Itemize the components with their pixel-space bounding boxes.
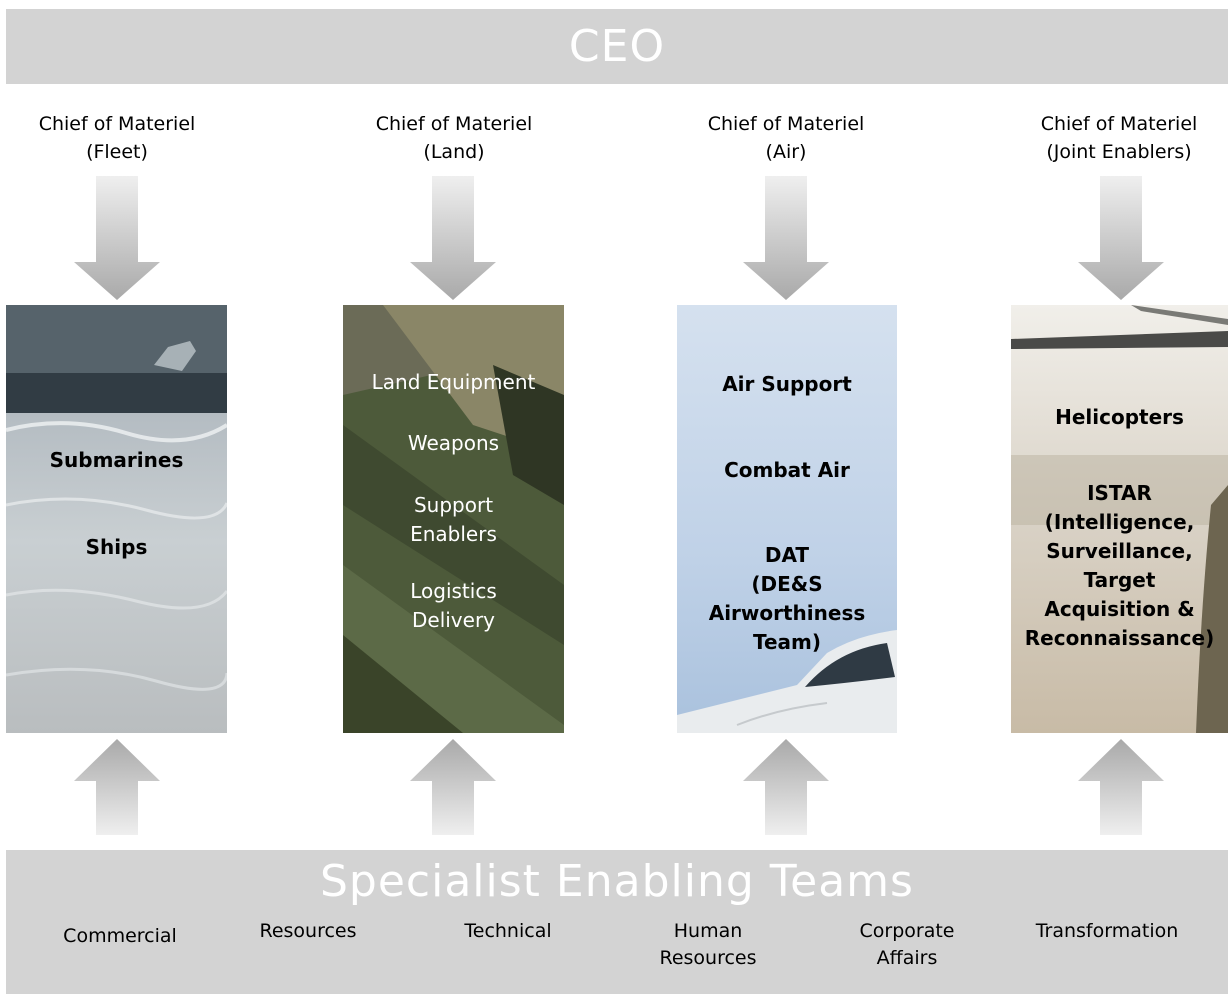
up-arrow-icon — [743, 739, 829, 835]
panel-item: Ships — [85, 535, 148, 559]
sea-image — [6, 305, 227, 733]
camouflage-image — [343, 305, 564, 733]
chief-air-label: Chief of Materiel (Air) — [707, 113, 865, 163]
helicopter-image — [1011, 305, 1228, 733]
ceo-bar: CEO — [6, 9, 1228, 84]
joint-enablers-panel: Helicopters ISTAR (Intelligence, Surveil… — [1011, 305, 1228, 733]
up-arrow-icon — [410, 739, 496, 835]
down-arrow-icon — [410, 176, 496, 300]
down-arrow-icon — [743, 176, 829, 300]
panel-item: DAT (DE&S Airworthiness Team) — [708, 543, 866, 654]
team-technical: Technical — [464, 920, 552, 942]
team-corporate-affairs: Corporate Affairs — [859, 920, 955, 969]
chief-fleet-label: Chief of Materiel (Fleet) — [38, 113, 196, 163]
chief-joint-enablers-label: Chief of Materiel (Joint Enablers) — [1040, 113, 1198, 163]
panel-item: Submarines — [49, 448, 184, 472]
up-arrow-icon — [74, 739, 160, 835]
team-resources: Resources — [259, 920, 357, 942]
panel-item: Helicopters — [1055, 405, 1184, 429]
panel-item: Combat Air — [724, 458, 850, 482]
down-arrow-icon — [1078, 176, 1164, 300]
team-human-resources: Human Resources — [659, 920, 757, 969]
chief-land-label: Chief of Materiel (Land) — [375, 113, 533, 163]
up-arrow-icon — [1078, 739, 1164, 835]
specialist-teams-title: Specialist Enabling Teams — [320, 856, 914, 907]
panel-item: Land Equipment — [371, 370, 536, 394]
team-transformation: Transformation — [1035, 920, 1179, 942]
ceo-title: CEO — [568, 21, 666, 72]
land-panel: Land Equipment Weapons Support Enablers … — [343, 305, 564, 733]
sky-image — [677, 305, 897, 733]
panel-item: Logistics Delivery — [410, 579, 497, 632]
specialist-teams-bar: Specialist Enabling Teams Commercial Res… — [6, 850, 1228, 994]
panel-item: ISTAR (Intelligence, Surveillance, Targe… — [1024, 481, 1215, 650]
panel-item: Support Enablers — [410, 493, 497, 546]
team-commercial: Commercial — [63, 925, 177, 947]
panel-item: Weapons — [407, 431, 500, 455]
panel-item: Air Support — [722, 372, 852, 396]
air-panel: Air Support Combat Air DAT (DE&S Airwort… — [677, 305, 897, 733]
fleet-panel: Submarines Ships — [6, 305, 227, 733]
down-arrow-icon — [74, 176, 160, 300]
